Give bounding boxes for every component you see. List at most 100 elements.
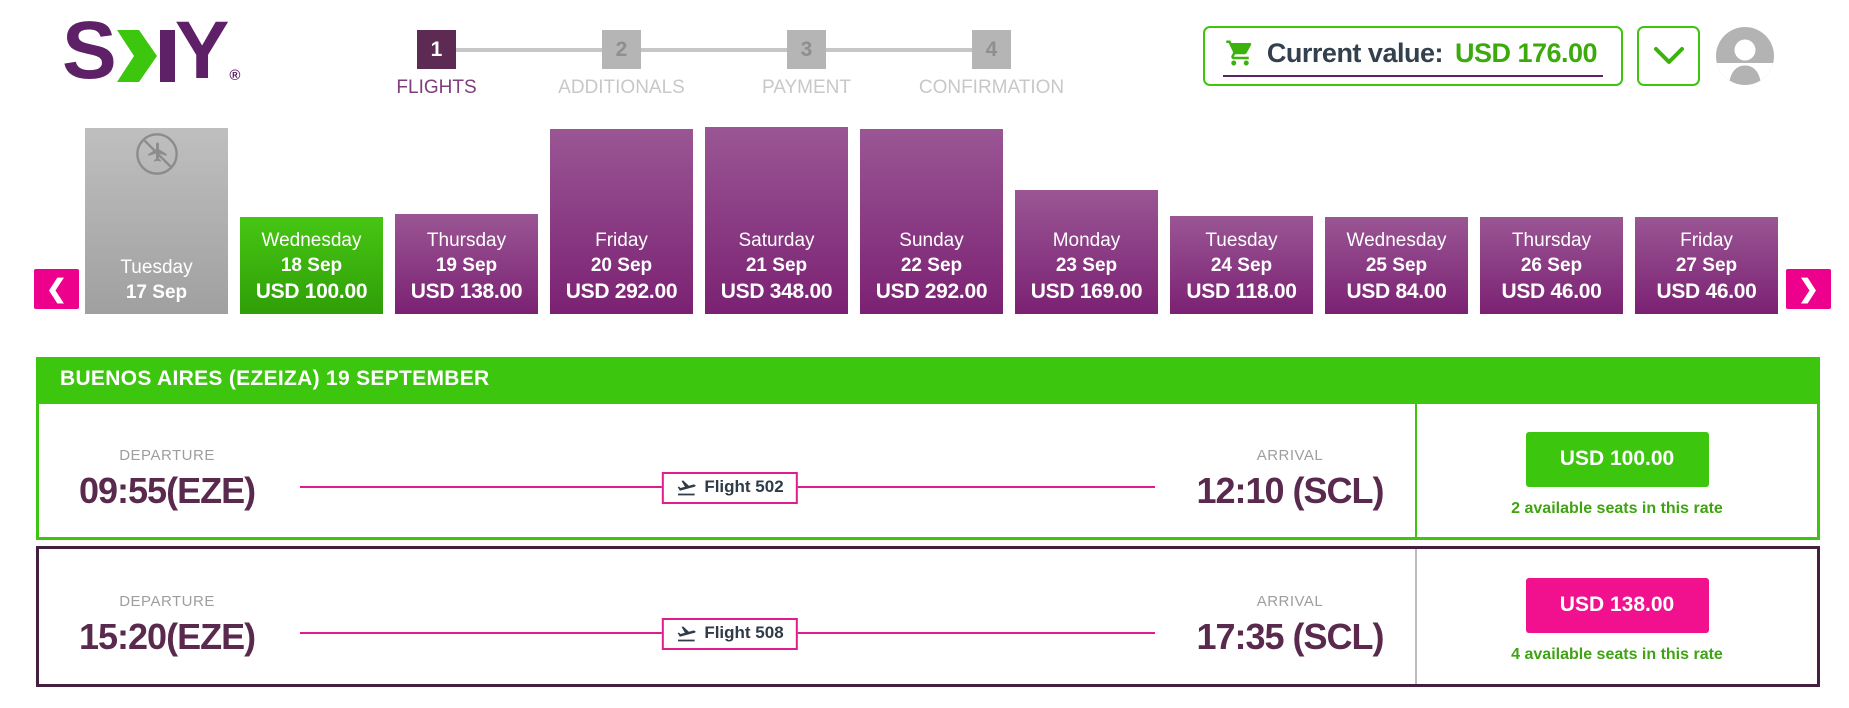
user-avatar[interactable] (1716, 27, 1774, 85)
date-tile-20-sep[interactable]: Friday 20 Sep USD 292.00 (550, 129, 693, 314)
step-label: PAYMENT (761, 77, 852, 98)
tile-date: 20 Sep (590, 255, 653, 276)
available-seats-text: 2 available seats in this rate (1511, 499, 1723, 517)
route-header: BUENOS AIRES (EZEIZA) 19 SEPTEMBER (36, 357, 1820, 401)
tile-price: USD 169.00 (1030, 280, 1143, 303)
tile-day: Wednesday (1346, 230, 1447, 251)
tile-price: USD 138.00 (410, 280, 523, 303)
step-number: 2 (602, 30, 641, 69)
tile-price: USD 348.00 (720, 280, 833, 303)
step-label: CONFIRMATION (918, 77, 1065, 98)
date-tile-27-sep[interactable]: Friday 27 Sep USD 46.00 (1635, 217, 1778, 314)
tile-date: 17 Sep (125, 282, 188, 303)
flight-takeoff-icon (677, 479, 696, 495)
date-tile-24-sep[interactable]: Tuesday 24 Sep USD 118.00 (1170, 216, 1313, 314)
carousel-prev-button[interactable]: ❮ (34, 269, 79, 309)
tile-day: Tuesday (120, 257, 193, 278)
logo-k-stem (159, 30, 175, 82)
date-tile-18-sep[interactable]: Wednesday 18 Sep USD 100.00 (240, 217, 383, 314)
carousel-next-button[interactable]: ❯ (1786, 269, 1831, 309)
date-tile-17-sep: Tuesday 17 Sep (85, 128, 228, 314)
cart-label: Current value: (1266, 37, 1444, 68)
tile-day: Monday (1052, 230, 1121, 251)
available-seats-text: 4 available seats in this rate (1511, 645, 1723, 663)
tile-price: USD 292.00 (875, 280, 988, 303)
rate-price-button[interactable]: USD 100.00 (1525, 431, 1709, 487)
departure-label: DEPARTURE (119, 446, 215, 464)
arrival-block: ARRIVAL 12:10 (SCL) (1165, 431, 1415, 511)
date-tile-25-sep[interactable]: Wednesday 25 Sep USD 84.00 (1325, 217, 1468, 314)
tile-day: Friday (595, 230, 648, 251)
sky-logo[interactable]: S Y ® (62, 5, 241, 96)
rate-column: USD 100.00 2 available seats in this rat… (1415, 404, 1817, 537)
tile-price: USD 292.00 (565, 280, 678, 303)
registered-mark: ® (229, 67, 241, 84)
tile-date: 19 Sep (435, 255, 498, 276)
flight-number: Flight 508 (704, 623, 784, 642)
cart-current-value[interactable]: Current value: USD 176.00 (1203, 26, 1623, 86)
step-number: 4 (972, 30, 1011, 69)
flight-line-zone: Flight 508 (294, 549, 1165, 684)
departure-block: DEPARTURE 09:55(EZE) (39, 431, 294, 511)
departure-time: 09:55(EZE) (79, 469, 256, 511)
date-carousel: Tuesday 17 Sep Wednesday 18 Sep USD 100.… (85, 126, 1779, 314)
flight-row-flight-502[interactable]: DEPARTURE 09:55(EZE) Flight 502 ARRIVAL … (36, 401, 1820, 540)
flight-row-flight-508[interactable]: DEPARTURE 15:20(EZE) Flight 508 ARRIVAL … (36, 546, 1820, 687)
tile-day: Tuesday (1205, 230, 1278, 251)
logo-letter-y: Y (174, 5, 230, 96)
rate-price-button[interactable]: USD 138.00 (1525, 577, 1709, 633)
stepper-connector (641, 48, 787, 52)
arrival-block: ARRIVAL 17:35 (SCL) (1165, 577, 1415, 657)
flight-line-zone: Flight 502 (294, 404, 1165, 537)
rate-column: USD 138.00 4 available seats in this rat… (1415, 549, 1817, 684)
tile-day: Sunday (899, 230, 964, 251)
step-number: 1 (417, 30, 456, 69)
step-number: 3 (787, 30, 826, 69)
tile-day: Thursday (1511, 230, 1592, 251)
tile-date: 25 Sep (1365, 255, 1428, 276)
tile-price: USD 100.00 (255, 280, 368, 303)
tile-date: 26 Sep (1520, 255, 1583, 276)
date-tile-19-sep[interactable]: Thursday 19 Sep USD 138.00 (395, 214, 538, 314)
cart-value: USD 176.00 (1454, 37, 1598, 68)
departure-time: 15:20(EZE) (79, 615, 256, 657)
tile-date: 18 Sep (280, 255, 343, 276)
flights-section: BUENOS AIRES (EZEIZA) 19 SEPTEMBER DEPAR… (36, 357, 1820, 687)
logo-letter-s: S (62, 5, 117, 96)
tile-day: Saturday (738, 230, 815, 251)
arrival-label: ARRIVAL (1256, 592, 1324, 610)
tile-date: 27 Sep (1675, 255, 1738, 276)
no-flights-icon (135, 133, 178, 175)
arrival-label: ARRIVAL (1256, 446, 1324, 464)
departure-label: DEPARTURE (119, 592, 215, 610)
date-tile-21-sep[interactable]: Saturday 21 Sep USD 348.00 (705, 127, 848, 314)
tile-price: USD 84.00 (1346, 280, 1447, 303)
logo-green-arrow-icon (116, 30, 157, 82)
date-tile-23-sep[interactable]: Monday 23 Sep USD 169.00 (1015, 190, 1158, 314)
flight-number: Flight 502 (704, 477, 784, 496)
stepper-connector (456, 48, 602, 52)
account-icon (1716, 27, 1774, 85)
date-tile-22-sep[interactable]: Sunday 22 Sep USD 292.00 (860, 129, 1003, 314)
tile-price: USD 46.00 (1656, 280, 1757, 303)
tile-price: USD 46.00 (1501, 280, 1602, 303)
flight-number-chip: Flight 508 (661, 617, 798, 650)
step-label: ADDITIONALS (558, 77, 685, 98)
flight-takeoff-icon (677, 625, 696, 641)
tile-day: Thursday (426, 230, 507, 251)
tile-date: 22 Sep (900, 255, 963, 276)
cart-inner: Current value: USD 176.00 (1222, 36, 1604, 77)
departure-block: DEPARTURE 15:20(EZE) (39, 577, 294, 657)
tile-date: 24 Sep (1210, 255, 1273, 276)
flight-number-chip: Flight 502 (661, 471, 798, 504)
cart-expand-button[interactable] (1637, 26, 1700, 86)
chevron-down-icon (1653, 47, 1684, 64)
arrival-time: 17:35 (SCL) (1196, 615, 1384, 657)
tile-date: 21 Sep (745, 255, 808, 276)
date-tile-26-sep[interactable]: Thursday 26 Sep USD 46.00 (1480, 217, 1623, 314)
